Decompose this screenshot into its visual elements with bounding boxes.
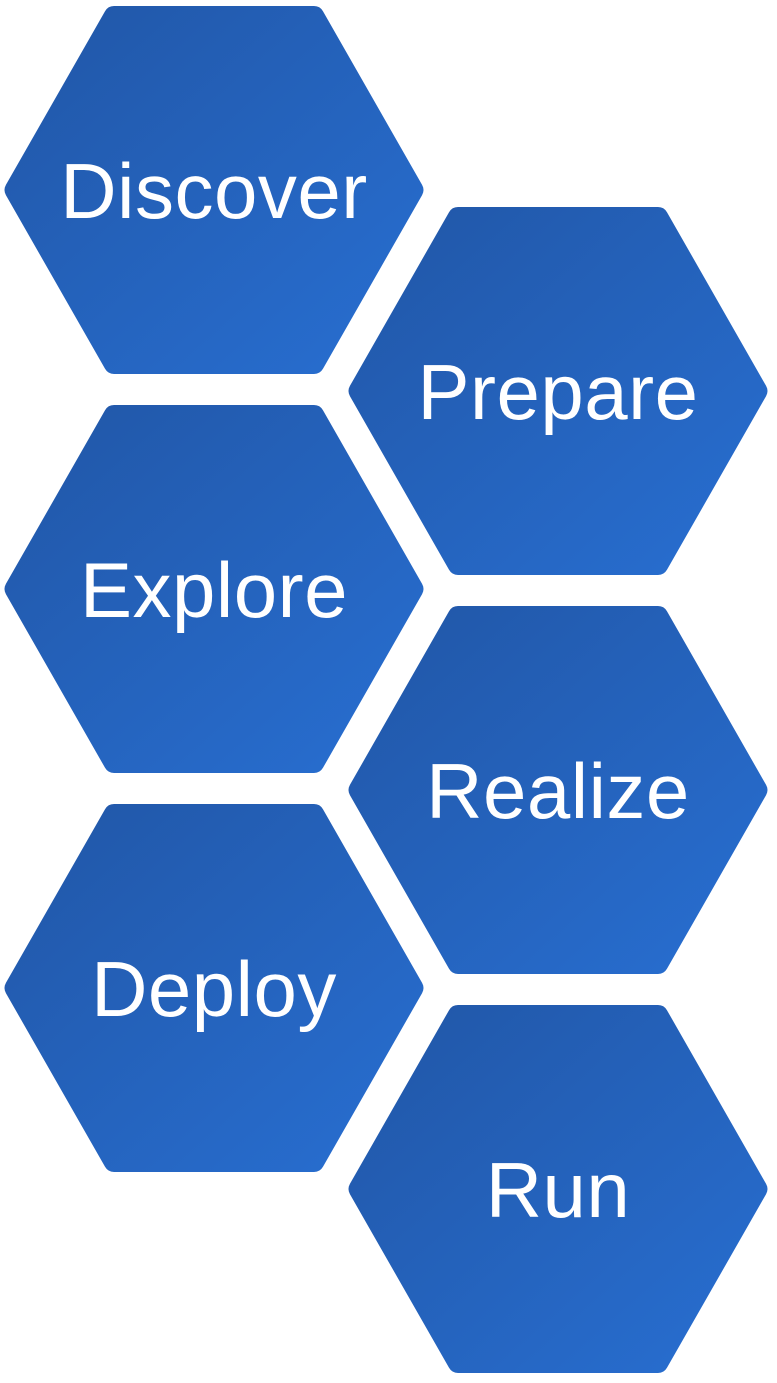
hexagon-step-realize: Realize [348, 606, 768, 974]
step-label: Discover [60, 147, 367, 235]
hexagon-shape [4, 6, 424, 374]
hexagon-step-deploy: Deploy [4, 804, 424, 1172]
step-label: Realize [426, 747, 690, 835]
hexagon-step-prepare: Prepare [348, 207, 768, 575]
step-label: Run [486, 1146, 631, 1234]
hexagon-shape [348, 207, 768, 575]
step-label: Deploy [91, 945, 337, 1033]
hexagon-step-discover: Discover [4, 6, 424, 374]
step-label: Explore [80, 546, 348, 634]
hexagon-step-run: Run [348, 1005, 768, 1373]
hexagon-shape [4, 804, 424, 1172]
hexagon-shape [4, 405, 424, 773]
hexagon-step-explore: Explore [4, 405, 424, 773]
hexagon-shape [348, 606, 768, 974]
hexagon-shape [348, 1005, 768, 1373]
step-label: Prepare [418, 348, 699, 436]
